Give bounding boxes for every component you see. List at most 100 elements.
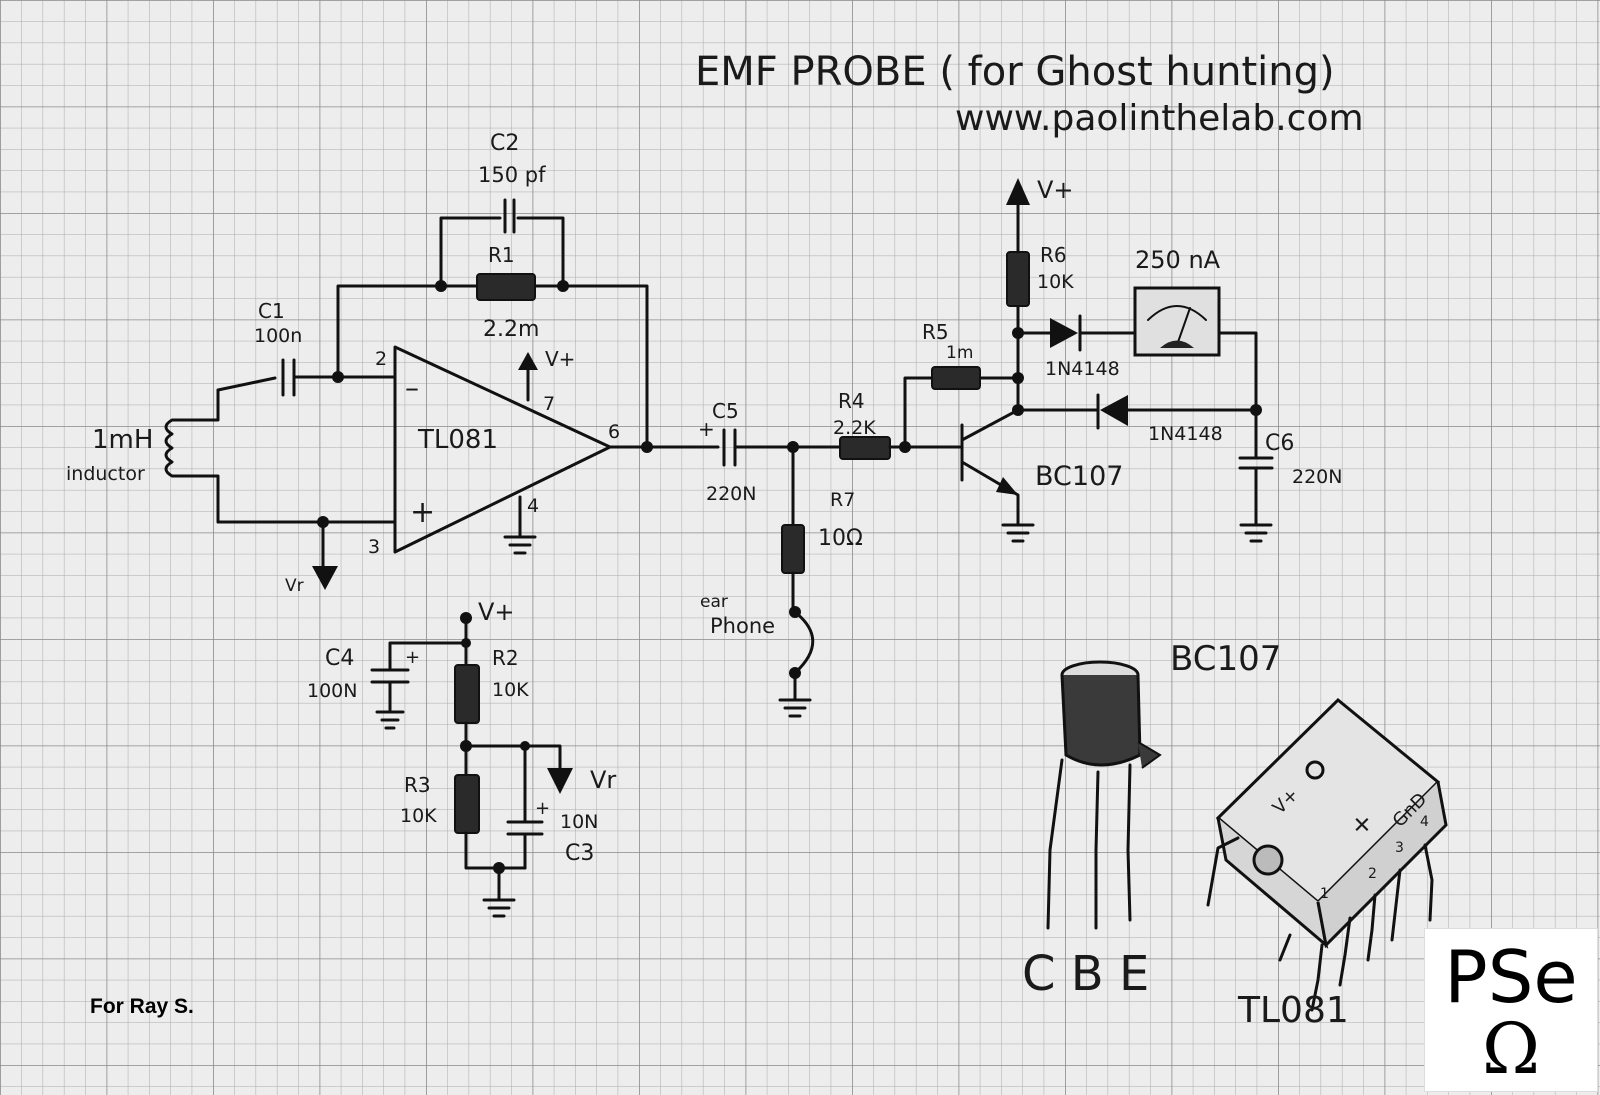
wire-c2-loop (439, 216, 565, 288)
bc107-package-title: BC107 (1170, 639, 1281, 679)
vplus-label-divider: V+ (478, 598, 515, 626)
r5-value: 1m (946, 343, 973, 363)
opamp-minus: – (405, 371, 419, 404)
r2-name: R2 (492, 646, 519, 670)
chip-pin-2: 2 (1368, 866, 1377, 882)
diode-2 (1100, 395, 1128, 426)
tl081-chip-drawing (1206, 697, 1448, 1012)
wire-meter-c6 (1217, 331, 1258, 422)
chip-pin-1: 1 (1320, 886, 1329, 902)
inductor (164, 388, 220, 524)
c4-value: 100N (307, 680, 357, 702)
opamp-plus: + (410, 495, 435, 530)
pin-2-label: 2 (375, 348, 387, 370)
diode-1 (1050, 318, 1078, 348)
pse-logo: PSe Ω (1424, 928, 1598, 1092)
c1-value: 100n (254, 325, 302, 347)
bc107-pins-label: C B E (1022, 946, 1149, 1002)
capacitor-c3 (506, 744, 544, 870)
node-r1-right (557, 280, 569, 292)
capacitor-c2 (503, 198, 516, 234)
pin-7-label: 7 (543, 393, 555, 415)
r6-value: 10K (1037, 271, 1074, 293)
c6-name: C6 (1265, 431, 1294, 456)
node-collector-r5 (1012, 372, 1024, 384)
meter-250na (1133, 286, 1221, 357)
wire-r5 (903, 376, 1020, 449)
diode1-label: 1N4148 (1045, 358, 1120, 380)
vr-triangle-input (312, 566, 338, 590)
c6-value: 220N (1292, 466, 1342, 488)
r7-name: R7 (830, 489, 855, 511)
wire-vr-out (464, 744, 562, 770)
c2-value: 150 pf (478, 163, 546, 187)
chip-pin-3: 3 (1395, 840, 1404, 856)
pin-3-label: 3 (368, 536, 380, 558)
c5-value: 220N (706, 483, 756, 505)
resistor-r2 (454, 664, 480, 724)
vr-triangle-divider (547, 768, 573, 794)
dedication-caption: For Ray S. (90, 995, 194, 1018)
diode2-label: 1N4148 (1148, 423, 1223, 445)
vr-label-input: Vr (285, 576, 304, 596)
vplus-arrow-transistor (1006, 178, 1030, 205)
c1-name: C1 (258, 299, 285, 323)
c3-value: 10N (560, 811, 598, 833)
pin-6-label: 6 (608, 421, 620, 443)
wire-inductor-c1 (216, 376, 277, 392)
logo-omega-icon: Ω (1481, 1008, 1541, 1090)
wire-c4-top (388, 641, 468, 670)
resistor-r1 (476, 273, 536, 301)
ground-earphone (778, 671, 812, 718)
r6-name: R6 (1040, 243, 1067, 267)
r4-value: 2.2K (833, 417, 876, 439)
vplus-arrow-opamp (518, 352, 538, 370)
vplus-label-transistor: V+ (1037, 176, 1074, 204)
wire-divider-bottom (464, 831, 527, 870)
c2-name: C2 (490, 131, 519, 156)
earphone-label-1: ear (700, 592, 728, 612)
inductor-label: inductor (66, 463, 145, 485)
c5-plus: + (698, 417, 715, 441)
r1-name: R1 (488, 243, 515, 267)
transistor-label: BC107 (1035, 461, 1123, 492)
node-r1-left (435, 280, 447, 292)
meter-label: 250 nA (1135, 246, 1221, 274)
r3-name: R3 (404, 773, 431, 797)
vplus-label-opamp: V+ (545, 347, 575, 371)
resistor-r4 (839, 436, 891, 460)
ground-pin4 (503, 495, 537, 555)
resistor-r6 (1006, 251, 1030, 307)
node-output (641, 441, 653, 453)
chip-pin-4: 4 (1420, 814, 1429, 830)
r3-value: 10K (400, 805, 437, 827)
r2-value: 10K (492, 679, 529, 701)
page-title: EMF PROBE ( for Ghost hunting) (695, 49, 1335, 95)
earphone-label-2: Phone (710, 614, 775, 638)
node-vplus-divider (460, 612, 472, 624)
capacitor-c6 (1238, 418, 1274, 543)
node-c4 (461, 638, 471, 648)
bc107-package-drawing (1046, 660, 1162, 930)
capacitor-c4 (370, 668, 410, 730)
resistor-r3 (454, 774, 480, 834)
opamp-tl081 (393, 345, 612, 554)
pin-4-label: 4 (527, 495, 539, 517)
resistor-r5 (931, 366, 981, 390)
earphone-symbol (793, 610, 815, 674)
ground-divider (482, 866, 516, 918)
r1-value: 2.2m (483, 317, 539, 342)
c3-name: C3 (565, 841, 594, 866)
c4-plus: + (405, 647, 420, 668)
vr-label-divider: Vr (590, 766, 616, 794)
r4-name: R4 (838, 389, 865, 413)
c5-name: C5 (712, 399, 739, 423)
r5-name: R5 (922, 320, 949, 344)
logo-letters: PSe (1444, 935, 1578, 1019)
c4-name: C4 (325, 646, 354, 671)
inductor-value: 1mH (92, 425, 153, 455)
website-url: www.paolinthelab.com (955, 98, 1364, 139)
tl081-chip-title: TL081 (1237, 990, 1349, 1031)
